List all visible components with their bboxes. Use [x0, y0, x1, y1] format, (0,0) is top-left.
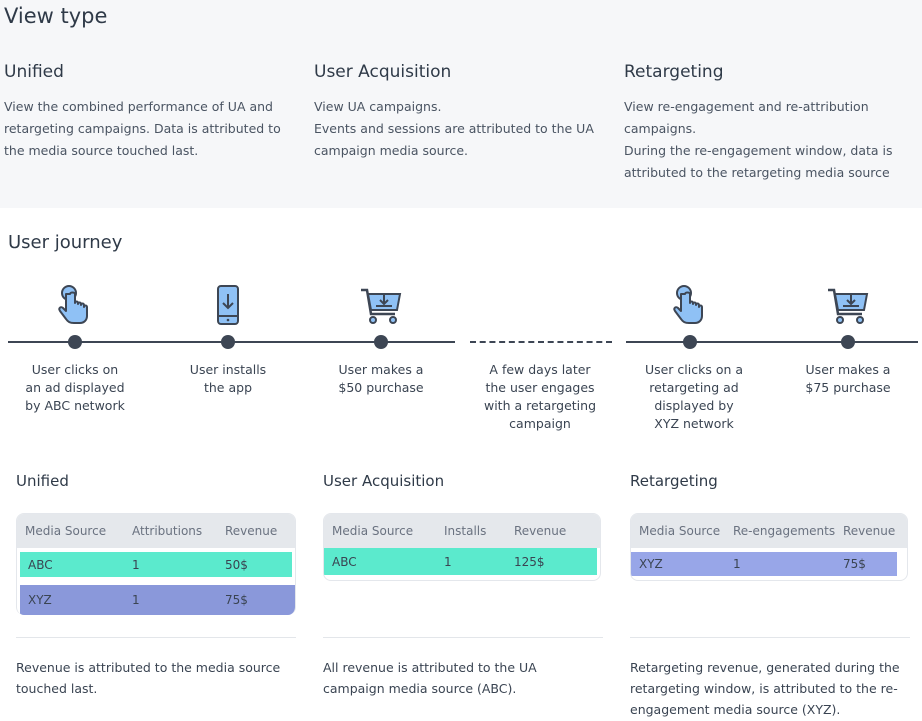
user-journey-title: User journey [8, 232, 123, 253]
view-desc: Events and sessions are attributed to th… [314, 121, 594, 158]
view-desc: View the combined performance of UA and … [4, 99, 281, 158]
col-header: Installs [444, 524, 487, 538]
cell: 1 [132, 557, 140, 572]
view-heading: Retargeting [624, 62, 724, 82]
divider [323, 637, 603, 638]
col-header: Revenue [843, 524, 896, 538]
view-desc: View re-engagement and re-attribution ca… [624, 99, 869, 136]
col-header: Media Source [25, 524, 107, 538]
timeline-dot [841, 335, 855, 349]
table-row: ABC 1 125$ [324, 548, 597, 575]
col-header: Media Source [332, 524, 414, 538]
cell: XYZ [639, 557, 663, 571]
view-desc: View UA campaigns. [314, 99, 442, 114]
divider [16, 637, 296, 638]
cell: 125$ [514, 554, 545, 569]
table-note: All revenue is attributed to the UA camp… [323, 660, 537, 696]
table-title: Retargeting [630, 472, 718, 490]
timeline-dot [68, 335, 82, 349]
view-retargeting: Retargeting View re-engagement and re-at… [624, 62, 914, 184]
cell: XYZ [28, 593, 52, 607]
ua-table: Media Source Installs Revenue ABC 1 125$ [323, 513, 601, 581]
cell: 75$ [843, 557, 866, 571]
step-label: User installs the app [189, 362, 267, 395]
step-label: User makes a $75 purchase [805, 362, 891, 395]
table-header: Media Source Re-engagements Revenue [631, 514, 907, 548]
cell: ABC [28, 557, 53, 572]
step-label: User clicks on an ad displayed by ABC ne… [25, 362, 125, 413]
table-row: ABC 1 50$ [20, 552, 292, 577]
cell: 1 [733, 557, 741, 571]
step-label: User makes a $50 purchase [338, 362, 424, 395]
cart-icon [361, 288, 402, 324]
table-header: Media Source Installs Revenue [324, 514, 600, 548]
table-note: Revenue is attributed to the media sourc… [16, 660, 281, 696]
cell: 1 [132, 593, 140, 607]
table-row: XYZ 1 75$ [20, 585, 295, 615]
step-label: A few days later the user engages with a… [483, 362, 597, 431]
table-header: Media Source Attributions Revenue [17, 514, 295, 548]
timeline-dot [221, 335, 235, 349]
view-unified: Unified View the combined performance of… [4, 62, 294, 162]
timeline-dot [683, 335, 697, 349]
hand-tap-icon [673, 285, 703, 324]
retargeting-table: Media Source Re-engagements Revenue XYZ 1 75… [630, 513, 908, 581]
timeline-line [626, 341, 918, 343]
cell: ABC [332, 554, 357, 569]
hand-tap-icon [58, 285, 88, 324]
table-note: Retargeting revenue, generated during th… [630, 660, 900, 717]
timeline-dot [374, 335, 388, 349]
table-row: XYZ 1 75$ [631, 552, 897, 576]
col-header: Revenue [514, 524, 567, 538]
col-header: Re-engagements [733, 524, 836, 538]
view-user-acquisition: User Acquisition View UA campaigns. Even… [314, 62, 604, 162]
cart-icon [828, 288, 869, 324]
divider [630, 637, 910, 638]
view-type-panel: View type Unified View the combined perf… [0, 0, 922, 208]
step-label: User clicks on a retargeting ad displaye… [644, 362, 744, 431]
table-title: Unified [16, 472, 69, 490]
table-title: User Acquisition [323, 472, 445, 490]
col-header: Revenue [225, 524, 278, 538]
view-heading: Unified [4, 62, 64, 82]
col-header: Media Source [639, 524, 721, 538]
view-type-title: View type [4, 4, 108, 28]
timeline-dashed-gap [470, 341, 612, 343]
view-desc: During the re-engagement window, data is… [624, 143, 893, 180]
cell: 1 [444, 554, 452, 569]
col-header: Attributions [132, 524, 203, 538]
cell: 75$ [225, 593, 248, 607]
view-heading: User Acquisition [314, 62, 452, 82]
cell: 50$ [225, 557, 248, 572]
phone-download-icon [217, 285, 239, 325]
